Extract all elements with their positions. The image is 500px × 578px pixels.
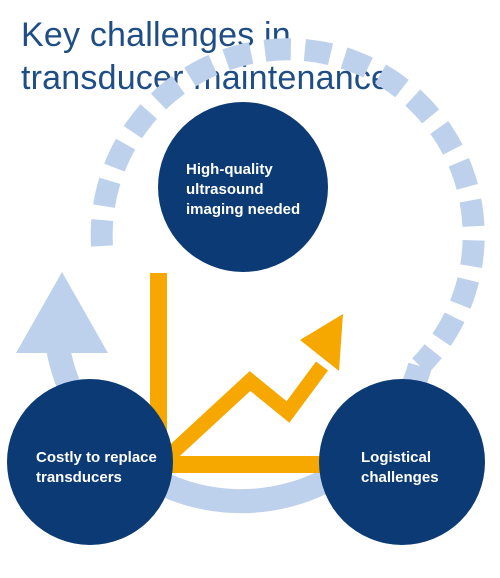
cycle-dashed-arc: [90, 38, 485, 374]
trend-arrow-icon: [300, 314, 343, 371]
node-right-line-1: Logistical: [361, 449, 432, 466]
node-logistical-challenges: Logistical challenges: [361, 448, 481, 488]
node-top-line-3: imaging needed: [186, 201, 301, 218]
trend-line: [165, 361, 329, 460]
node-high-quality-imaging: High-quality ultrasound imaging needed: [186, 160, 326, 220]
node-top-line-1: High-quality: [186, 161, 273, 178]
circle-right: [319, 379, 485, 545]
node-costly-replacement: Costly to replace transducers: [36, 448, 196, 488]
node-top-line-2: ultrasound: [186, 181, 264, 198]
circle-left: [7, 379, 173, 545]
node-left-line-2: transducers: [36, 469, 122, 486]
node-right-line-2: challenges: [361, 469, 439, 486]
circle-top: [158, 102, 328, 272]
node-left-line-1: Costly to replace: [36, 449, 157, 466]
chart-horizontal-axis: [150, 456, 344, 473]
cycle-arrowhead-icon: [16, 272, 108, 353]
